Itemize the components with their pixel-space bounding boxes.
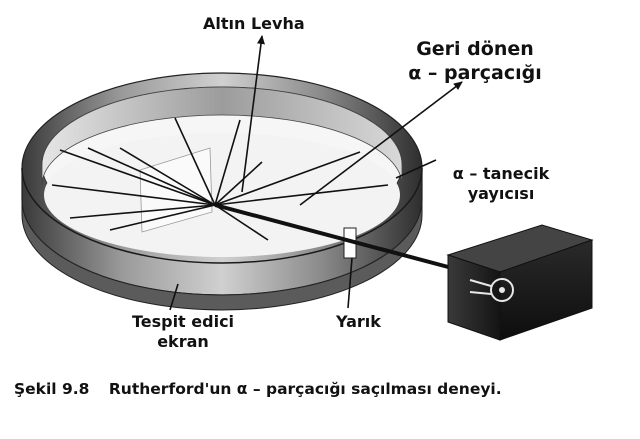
detector-ring — [21, 72, 423, 311]
emitter-label-line2: yayıcısı — [467, 184, 535, 203]
emitter-label-line1: α – tanecik — [452, 164, 550, 183]
label-pointers — [169, 35, 463, 311]
figure-caption-text: Rutherford'un α – parçacığı saçılması de… — [108, 380, 502, 398]
scattering-paths — [51, 117, 389, 241]
returning-particle-label-line2: α – parçacığı — [408, 62, 542, 84]
returning-particle-label-line1: Geri dönen — [416, 38, 534, 60]
detector-screen-label-line2: ekran — [157, 332, 209, 351]
gold-foil-label: Altın Levha — [203, 14, 305, 33]
alpha-emitter-box — [446, 224, 594, 341]
slit-label: Yarık — [336, 312, 381, 331]
emitter-source-icon — [490, 278, 514, 302]
alpha-beam — [214, 203, 453, 270]
figure-caption: Şekil 9.8 Rutherford'un α – parçacığı sa… — [14, 380, 502, 398]
figure-number: Şekil 9.8 — [14, 380, 90, 398]
detector-screen-label-line1: Tespit edici — [131, 312, 235, 331]
